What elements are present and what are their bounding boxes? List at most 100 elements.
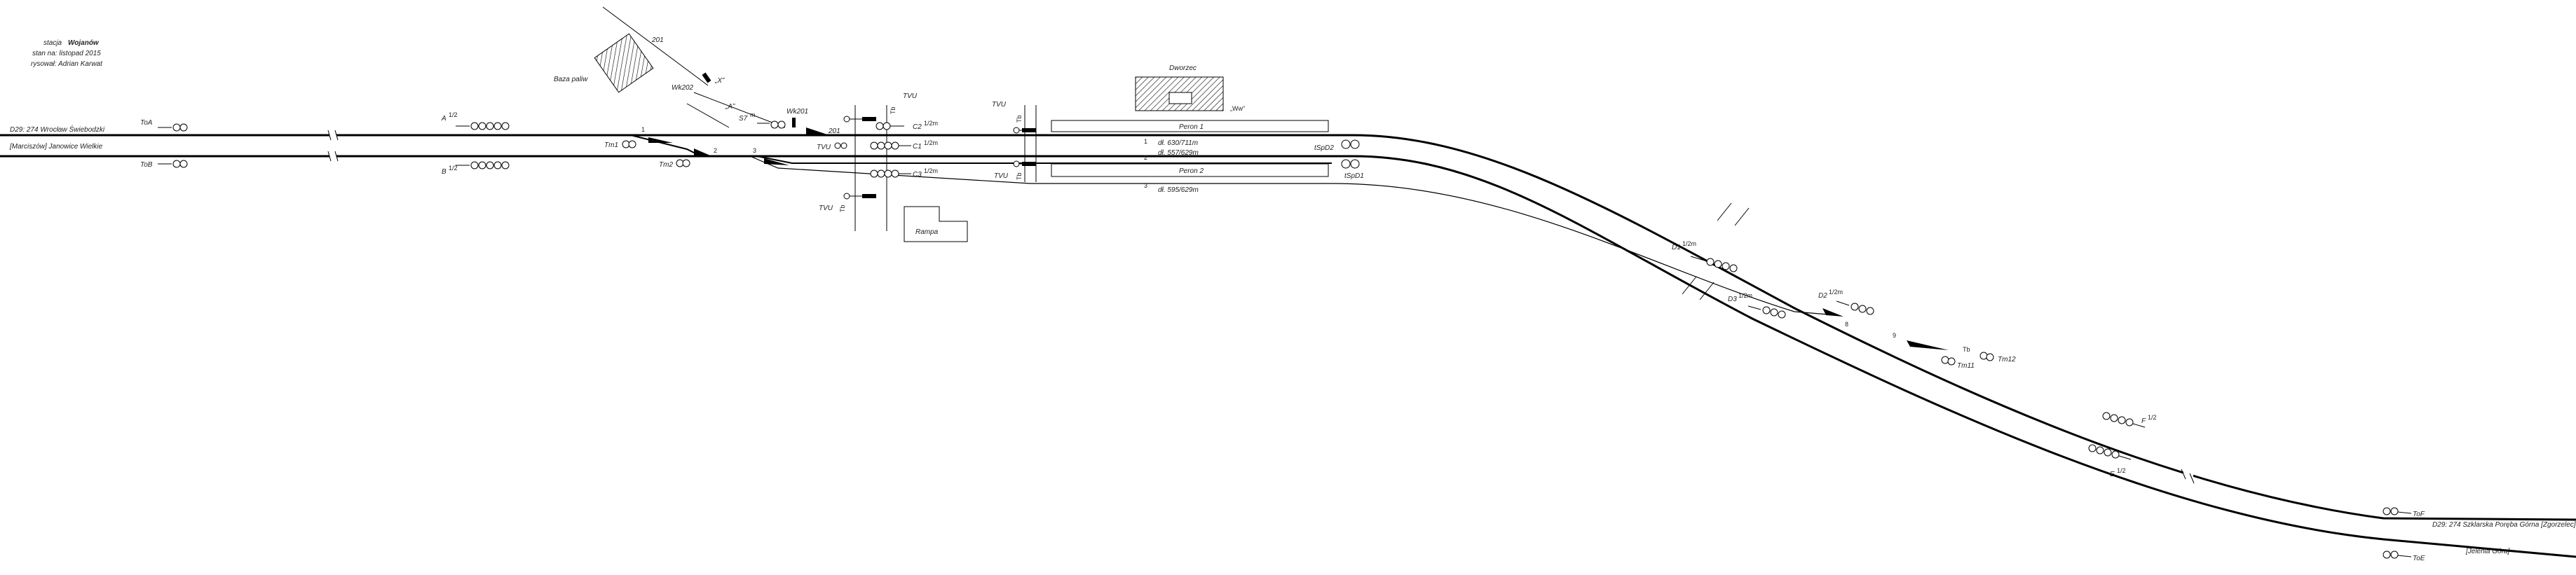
route-left-top: D29: 274 Wrocław Świebodzki [10, 125, 105, 134]
svg-text:9: 9 [1893, 332, 1896, 339]
svg-text:Tb: Tb [1016, 115, 1023, 123]
signal-c2: C2 1/2m [875, 120, 938, 131]
rampa: Rampa [904, 206, 968, 242]
main-track-1-curve [1352, 134, 2576, 521]
svg-text:1/2: 1/2 [449, 111, 458, 118]
tvu-1: TVU Tb [843, 92, 918, 123]
svg-text:1/2: 1/2 [2148, 414, 2157, 421]
svg-text:Tb: Tb [1963, 346, 1970, 353]
baza-paliw: Baza paliw 201 Wk202 „X” „A” [554, 6, 786, 128]
svg-text:TVU: TVU [903, 92, 918, 100]
svg-text:ToE: ToE [2413, 555, 2425, 562]
svg-text:Tm12: Tm12 [1998, 356, 2016, 363]
tvu-4: TVU Tb [992, 101, 1036, 134]
svg-text:8: 8 [1845, 321, 1848, 328]
svg-text:TVU: TVU [819, 205, 833, 212]
header-station: Wojanów [68, 39, 100, 47]
svg-text:tSpD1: tSpD1 [1344, 172, 1364, 180]
track-num-3: 3 [1144, 182, 1147, 189]
dworzec-label: Dworzec [1169, 64, 1197, 72]
svg-text:1: 1 [641, 126, 645, 133]
svg-text:Tm1: Tm1 [604, 141, 618, 149]
svg-text:D1: D1 [1672, 244, 1681, 251]
svg-text:1/2m: 1/2m [924, 120, 938, 127]
curve-ticks [1682, 202, 1750, 300]
svg-text:1/2: 1/2 [2117, 467, 2126, 474]
svg-text:C3: C3 [913, 171, 922, 179]
svg-text:1/2m: 1/2m [1738, 292, 1752, 299]
svg-text:Wk201: Wk201 [786, 108, 808, 116]
svg-text:1/2: 1/2 [449, 165, 458, 172]
svg-text:3: 3 [753, 147, 756, 154]
svg-text:1/2m: 1/2m [924, 167, 938, 174]
svg-text:D2: D2 [1818, 292, 1827, 300]
signal-toe: ToE [2383, 550, 2425, 562]
route-left-bottom: [Marciszów] Janowice Wielkie [9, 143, 103, 151]
dworzec-building: Dworzec „Ww” [1135, 64, 1245, 112]
rampa-label: Rampa [915, 228, 939, 236]
wc-label: „Ww” [1230, 105, 1245, 112]
break-marks-right [2181, 462, 2195, 494]
svg-text:S7: S7 [739, 115, 748, 123]
signal-e: E 1/2 [2088, 444, 2132, 478]
signal-d3: D3 1/2m [1728, 292, 1786, 319]
peron-1-label: Peron 1 [1179, 123, 1204, 131]
header-block: stacja Wojanów stan na: listopad 2015 ry… [31, 39, 103, 68]
peron-2: Peron 2 [1051, 163, 1329, 177]
tvu-5: TVU Tb [994, 160, 1036, 180]
svg-text:Tm11: Tm11 [1957, 362, 1975, 370]
signal-tm12: Tb Tm12 [1963, 346, 2016, 363]
svg-text:TVU: TVU [994, 172, 1009, 180]
svg-text:C1: C1 [913, 143, 922, 151]
signal-f: F 1/2 [2102, 412, 2157, 428]
svg-text:m: m [750, 111, 756, 118]
tvu-2: TVU [817, 142, 847, 151]
svg-text:ToF: ToF [2413, 511, 2425, 518]
break-marks-left [327, 130, 339, 162]
signal-s7: S7 m [739, 111, 786, 129]
crossover-1 [630, 134, 702, 157]
zk-label: „X” [714, 77, 725, 85]
track-num-2: 2 [1144, 154, 1147, 161]
signal-c1: C1 1/2m [870, 139, 938, 151]
svg-text:1/2m: 1/2m [924, 139, 938, 146]
svg-text:TVU: TVU [817, 144, 831, 151]
svg-text:TVU: TVU [992, 101, 1007, 109]
svg-text:1/2m: 1/2m [1829, 289, 1843, 296]
wk202-label: Wk202 [672, 84, 694, 92]
signal-wk201: Wk201 201 [786, 108, 840, 135]
signal-tm1: Tm1 1 [604, 126, 673, 149]
svg-text:2: 2 [714, 147, 717, 154]
svg-text:Tm2: Tm2 [659, 161, 673, 169]
signal-tof: ToF [2383, 507, 2425, 518]
main-track-2-curve [1352, 155, 2576, 558]
svg-text:201: 201 [828, 127, 840, 135]
svg-text:ToA: ToA [140, 119, 153, 127]
signal-a: A 1/2 [441, 111, 510, 130]
point-201-upper: 201 [651, 36, 664, 44]
svg-text:Tb: Tb [890, 106, 897, 114]
track-1-length: dł. 630/711m [1158, 139, 1198, 147]
track-num-1: 1 [1144, 138, 1147, 145]
svg-text:B: B [442, 168, 447, 176]
zk2-label: „A” [725, 103, 735, 111]
svg-text:tSpD2: tSpD2 [1314, 144, 1334, 152]
svg-text:D3: D3 [1728, 296, 1737, 303]
header-author: rysował: Adrian Karwat [31, 60, 103, 68]
signal-d2: D2 1/2m 8 [1818, 289, 1874, 328]
svg-text:E: E [2110, 471, 2115, 478]
svg-text:F: F [2141, 417, 2146, 425]
track-2b [756, 155, 1332, 164]
baza-label: Baza paliw [554, 76, 588, 83]
svg-text:C2: C2 [913, 123, 922, 131]
header-prefix: stacja [43, 39, 62, 47]
peron-1: Peron 1 [1051, 120, 1329, 132]
track-3 [749, 155, 1837, 316]
svg-text:1/2m: 1/2m [1682, 240, 1696, 247]
svg-text:ToB: ToB [140, 161, 153, 169]
signal-tm11: 9 Tm11 [1893, 332, 1975, 370]
svg-text:A: A [441, 115, 447, 123]
signal-tspd1: tSpD1 [1341, 159, 1364, 180]
route-right-bottom: [Jelenia Góra] [2465, 548, 2509, 555]
